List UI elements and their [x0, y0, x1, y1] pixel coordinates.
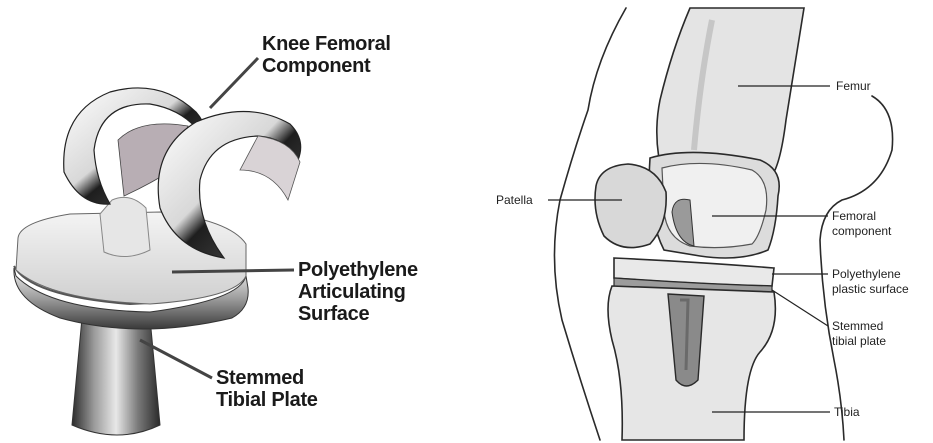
tibial-stem: [72, 318, 160, 435]
label-stemmed-tibial-plate: Stemmed Tibial Plate: [216, 367, 318, 411]
label-poly-surface: Polyethylene plastic surface: [832, 267, 909, 296]
leader-femoral: [210, 58, 258, 108]
label-tibia: Tibia: [834, 405, 860, 419]
label-tibial-plate: Stemmed tibial plate: [832, 319, 887, 348]
label-femur: Femur: [836, 79, 871, 93]
label-patella: Patella: [496, 193, 533, 207]
patella: [595, 164, 666, 248]
label-knee-femoral-component: Knee Femoral Component: [262, 33, 396, 77]
leader-polyethylene: [172, 270, 294, 272]
leader-tibial-plate: [772, 290, 828, 326]
label-polyethylene-articulating-surface: Polyethylene Articulating Surface: [298, 259, 423, 325]
label-femoral-component: Femoral component: [832, 209, 892, 238]
